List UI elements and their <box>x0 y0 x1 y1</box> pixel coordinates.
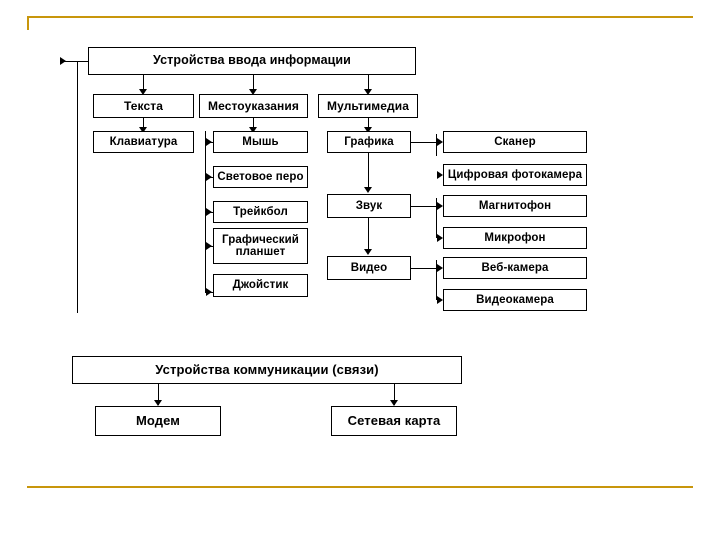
node-label: Видеокамера <box>476 293 554 306</box>
decorative-rule-left <box>27 16 29 30</box>
arrow-down-icon <box>364 89 372 95</box>
node-label: Устройства коммуникации (связи) <box>155 362 379 378</box>
node-trackball: Трейкбол <box>213 201 308 223</box>
arrow-down-icon <box>139 89 147 95</box>
node-label: Джойстик <box>232 279 289 292</box>
node-label: Местоуказания <box>208 98 299 113</box>
node-category-pointing: Местоуказания <box>199 94 308 118</box>
node-tape-recorder: Магнитофон <box>443 195 587 217</box>
video-to-right-spine <box>411 268 436 269</box>
graphics-to-right-spine <box>411 142 436 143</box>
node-label: Модем <box>135 413 181 429</box>
arrow-right-icon <box>437 296 443 304</box>
arrow-right-icon <box>437 264 443 272</box>
spine-vertical <box>77 61 78 313</box>
node-category-multimedia: Мультимедиа <box>318 94 418 118</box>
node-mouse: Мышь <box>213 131 308 153</box>
right-spine-video <box>436 260 437 300</box>
connector-graphics-to-sound <box>368 153 369 188</box>
node-label: Сетевая карта <box>347 413 441 429</box>
node-sound: Звук <box>327 194 411 218</box>
connector-pointing-to-mouse <box>253 118 254 130</box>
decorative-rule-top <box>27 16 693 18</box>
node-label: Сканер <box>494 135 536 148</box>
root-inlet-line <box>60 61 88 62</box>
node-label: Текста <box>123 98 164 113</box>
arrow-right-icon <box>437 138 443 146</box>
connector-root-to-pointing <box>253 75 254 92</box>
arrow-right-icon <box>437 202 443 210</box>
arrow-right-icon <box>437 171 443 179</box>
sound-to-right-spine <box>411 206 436 207</box>
node-communication-root: Устройства коммуникации (связи) <box>72 356 462 384</box>
arrow-right-icon <box>206 242 212 250</box>
node-label: Микрофон <box>484 231 546 244</box>
node-scanner: Сканер <box>443 131 587 153</box>
connector-root-to-multimedia <box>368 75 369 92</box>
node-label: Веб-камера <box>481 261 549 274</box>
node-microphone: Микрофон <box>443 227 587 249</box>
arrow-down-icon <box>390 400 398 406</box>
node-network-card: Сетевая карта <box>331 406 457 436</box>
node-label: Трейкбол <box>233 205 288 218</box>
connector-root-to-text <box>143 75 144 92</box>
arrow-right-icon <box>206 138 212 146</box>
node-digital-camera: Цифровая фотокамера <box>443 164 587 186</box>
connector-multimedia-to-graphics <box>368 118 369 130</box>
node-category-text: Текста <box>93 94 194 118</box>
arrow-down-icon <box>249 127 257 133</box>
node-graphics: Графика <box>327 131 411 153</box>
node-label: Клавиатура <box>109 135 178 148</box>
connector-comm-to-netcard <box>394 384 395 405</box>
connector-text-to-keyboard <box>143 118 144 130</box>
right-spine-sound <box>436 198 437 238</box>
node-label: Световое перо <box>217 170 304 183</box>
node-modem: Модем <box>95 406 221 436</box>
node-keyboard: Клавиатура <box>93 131 194 153</box>
arrow-down-icon <box>364 249 372 255</box>
node-label: Устройства ввода информации <box>153 53 351 68</box>
node-label: Графический планшет <box>222 233 299 258</box>
arrow-down-icon <box>364 127 372 133</box>
node-label: Мышь <box>242 135 279 148</box>
arrow-right-icon <box>206 288 212 296</box>
node-label: Цифровая фотокамера <box>447 168 583 181</box>
decorative-rule-bottom <box>27 486 693 488</box>
node-input-devices-root: Устройства ввода информации <box>88 47 416 75</box>
connector-sound-to-video <box>368 218 369 251</box>
node-camcorder: Видеокамера <box>443 289 587 311</box>
arrow-right-icon <box>206 208 212 216</box>
node-webcam: Веб-камера <box>443 257 587 279</box>
node-label: Магнитофон <box>478 199 552 212</box>
arrow-right-icon <box>437 234 443 242</box>
arrow-down-icon <box>139 127 147 133</box>
arrow-down-icon <box>154 400 162 406</box>
root-inlet-arrow-icon <box>60 57 66 65</box>
arrow-down-icon <box>364 187 372 193</box>
node-label: Мультимедиа <box>326 98 410 113</box>
node-label: Звук <box>355 199 383 212</box>
arrow-right-icon <box>206 173 212 181</box>
node-graphics-tablet: Графический планшет <box>213 228 308 264</box>
node-light-pen: Световое перо <box>213 166 308 188</box>
right-spine-graphics <box>436 134 437 156</box>
node-label: Видео <box>350 261 388 274</box>
connector-comm-to-modem <box>158 384 159 405</box>
node-video: Видео <box>327 256 411 280</box>
arrow-down-icon <box>249 89 257 95</box>
node-joystick: Джойстик <box>213 274 308 297</box>
node-label: Графика <box>344 135 394 148</box>
